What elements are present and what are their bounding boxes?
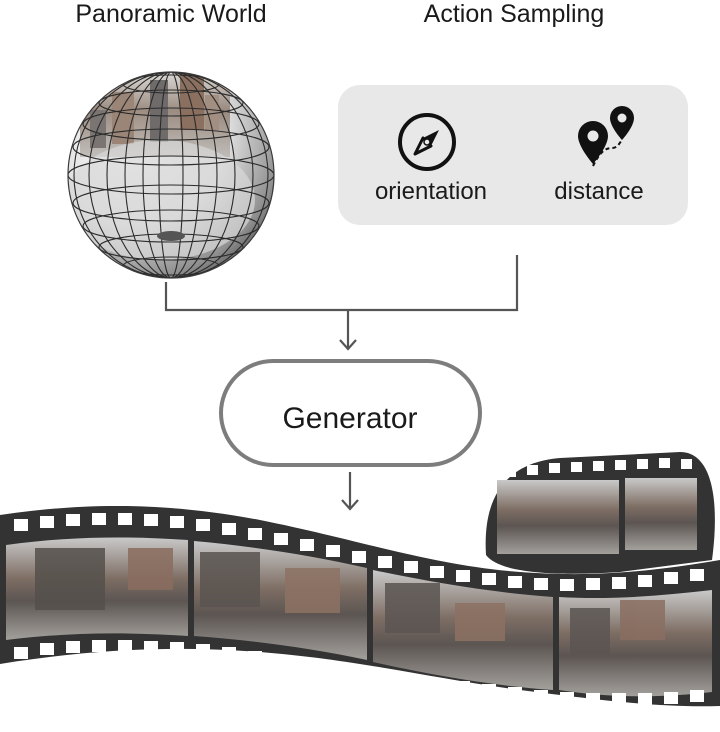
generator-output-arrow xyxy=(341,472,359,511)
generator-box xyxy=(219,359,482,467)
action-sampling-panel xyxy=(338,85,688,225)
action-sampling-title: Action Sampling xyxy=(424,0,605,28)
panorama-sphere xyxy=(67,71,275,279)
panoramic-world-title: Panoramic World xyxy=(75,0,266,28)
action-label-distance: distance xyxy=(554,178,643,205)
action-label-orientation: orientation xyxy=(375,178,487,205)
generator-label: Generator xyxy=(282,402,417,435)
film-strip xyxy=(0,452,720,707)
map-pin-path-icon xyxy=(578,106,634,167)
connector-lines xyxy=(164,255,519,351)
compass-icon xyxy=(398,113,456,171)
